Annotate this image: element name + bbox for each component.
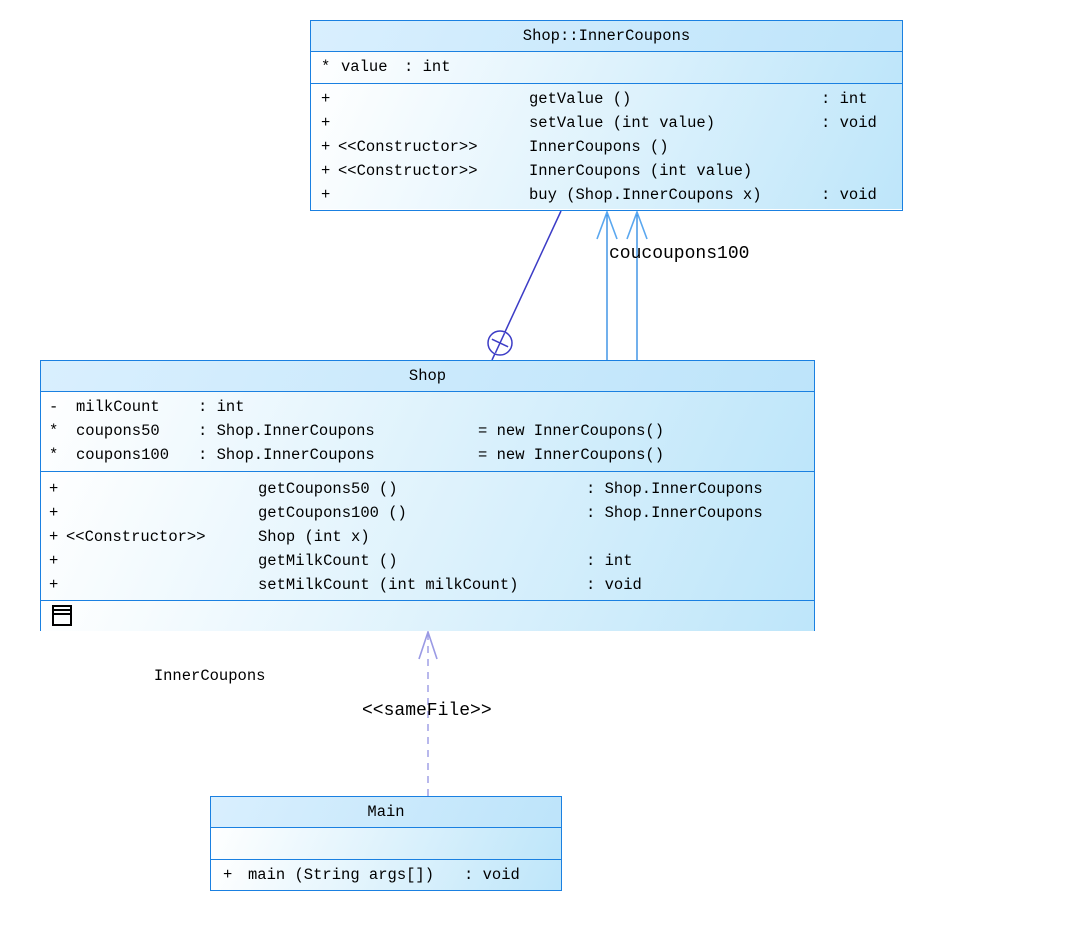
method-return-type: : int: [586, 552, 633, 570]
method-signature: setMilkCount (int milkCount): [258, 576, 519, 594]
methods-compartment: + getCoupons50 () : Shop.InnerCoupons + …: [41, 471, 814, 600]
method-signature: getCoupons50 (): [258, 480, 398, 498]
method-row[interactable]: + <<Constructor>> InnerCoupons (int valu…: [311, 159, 902, 183]
class-box-inner-coupons[interactable]: Shop::InnerCoupons * value : int + getVa…: [310, 20, 903, 211]
method-row[interactable]: + <<Constructor>> Shop (int x): [41, 525, 814, 549]
method-return-type: : Shop.InnerCoupons: [586, 480, 763, 498]
attr-name: milkCount: [76, 398, 160, 416]
attr-type: : int: [404, 58, 451, 76]
attr-type: : Shop.InnerCoupons: [198, 422, 375, 440]
method-signature: InnerCoupons (int value): [529, 162, 753, 180]
method-return-type: : Shop.InnerCoupons: [586, 504, 763, 522]
attr-visibility: *: [321, 58, 331, 76]
attr-visibility: *: [49, 446, 59, 464]
attr-initializer: [478, 395, 814, 419]
method-stereotype: [66, 477, 258, 501]
method-return-type: : void: [821, 186, 877, 204]
method-signature: Shop (int x): [258, 528, 370, 546]
attribute-row[interactable]: * coupons100 : Shop.InnerCoupons = new I…: [41, 443, 814, 467]
attr-initializer: = new InnerCoupons(): [478, 446, 665, 464]
attr-visibility: -: [49, 398, 59, 416]
method-signature: getCoupons100 (): [258, 504, 407, 522]
association-edge-coupons100[interactable]: [626, 209, 648, 360]
method-stereotype: <<Constructor>>: [338, 162, 478, 180]
class-title: Shop::InnerCoupons: [311, 21, 902, 51]
attribute-row[interactable]: - milkCount : int: [41, 395, 814, 419]
attributes-compartment-empty: [211, 827, 561, 859]
method-visibility: +: [49, 576, 59, 594]
open-arrowhead-icon: [626, 209, 648, 240]
method-stereotype: [66, 549, 258, 573]
methods-compartment: + getValue () : int + setValue (int valu…: [311, 83, 902, 209]
method-stereotype: [338, 87, 529, 111]
attr-name: coupons50: [76, 422, 160, 440]
method-visibility: +: [49, 504, 59, 522]
attribute-row[interactable]: * coupons50 : Shop.InnerCoupons = new In…: [41, 419, 814, 443]
method-row[interactable]: + getMilkCount () : int: [41, 549, 814, 573]
method-return-type: : void: [586, 576, 642, 594]
class-box-shop[interactable]: Shop - milkCount : int * coupons50 : Sho…: [40, 360, 815, 685]
attributes-compartment: - milkCount : int * coupons50 : Shop.Inn…: [41, 391, 814, 471]
attr-name: value: [341, 58, 388, 76]
nested-class-row[interactable]: InnerCoupons: [41, 600, 814, 685]
method-stereotype: [338, 111, 529, 135]
method-return-type: : void: [464, 866, 520, 884]
method-signature: InnerCoupons (): [529, 138, 669, 156]
method-visibility: +: [321, 90, 331, 108]
method-row[interactable]: + buy (Shop.InnerCoupons x) : void: [311, 183, 902, 207]
method-visibility: +: [321, 138, 331, 156]
class-box-main[interactable]: Main + main (String args[]) : void: [210, 796, 562, 891]
method-return-type: [586, 525, 814, 549]
method-return-type: : void: [821, 114, 877, 132]
method-visibility: +: [49, 480, 59, 498]
method-signature: main (String args[]): [248, 866, 435, 884]
method-row[interactable]: + setMilkCount (int milkCount) : void: [41, 573, 814, 597]
attr-type: : int: [198, 398, 245, 416]
method-signature: buy (Shop.InnerCoupons x): [529, 186, 762, 204]
method-row[interactable]: + getCoupons50 () : Shop.InnerCoupons: [41, 477, 814, 501]
anchor-cross-stroke: [491, 338, 509, 348]
dependency-edge-samefile[interactable]: [418, 629, 438, 796]
methods-compartment: + main (String args[]) : void: [211, 859, 561, 890]
association-label: coucoupons100: [609, 244, 750, 264]
nested-class-name: InnerCoupons: [153, 667, 266, 685]
method-stereotype: <<Constructor>>: [66, 528, 206, 546]
containment-edge[interactable]: [487, 210, 562, 361]
method-return-type: [821, 135, 902, 159]
class-title: Shop: [41, 361, 814, 391]
method-visibility: +: [223, 866, 233, 884]
nested-class-icon: [52, 605, 72, 626]
method-visibility: +: [49, 552, 59, 570]
method-row[interactable]: + getValue () : int: [311, 87, 902, 111]
method-stereotype: [66, 501, 258, 525]
dependency-stereotype-label: <<sameFile>>: [362, 701, 492, 721]
attributes-compartment: * value : int: [311, 51, 902, 83]
method-row[interactable]: + <<Constructor>> InnerCoupons (): [311, 135, 902, 159]
method-return-type: [821, 159, 902, 183]
method-signature: getMilkCount (): [258, 552, 398, 570]
method-return-type: : int: [821, 90, 868, 108]
method-visibility: +: [49, 528, 59, 546]
attr-name: coupons100: [76, 446, 170, 464]
method-row[interactable]: + setValue (int value) : void: [311, 111, 902, 135]
method-stereotype: <<Constructor>>: [338, 138, 478, 156]
method-row[interactable]: + getCoupons100 () : Shop.InnerCoupons: [41, 501, 814, 525]
method-row[interactable]: + main (String args[]) : void: [211, 860, 561, 890]
open-arrowhead-icon: [418, 629, 438, 660]
attr-visibility: *: [49, 422, 59, 440]
method-signature: getValue (): [529, 90, 632, 108]
method-stereotype: [66, 573, 258, 597]
class-title: Main: [211, 797, 561, 827]
method-visibility: +: [321, 186, 331, 204]
open-arrowhead-icon: [596, 209, 618, 240]
attribute-row[interactable]: * value : int: [311, 52, 902, 83]
method-visibility: +: [321, 162, 331, 180]
method-signature: setValue (int value): [529, 114, 716, 132]
association-edge-coupons50[interactable]: [596, 209, 618, 360]
attr-initializer: = new InnerCoupons(): [478, 422, 665, 440]
method-visibility: +: [321, 114, 331, 132]
attr-type: : Shop.InnerCoupons: [198, 446, 375, 464]
method-stereotype: [338, 183, 529, 207]
